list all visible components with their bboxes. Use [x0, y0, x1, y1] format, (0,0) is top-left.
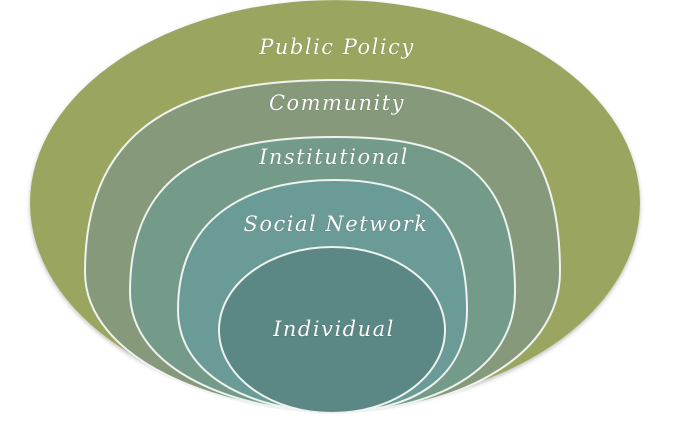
individual-layer — [218, 246, 446, 414]
public-policy-label: Public Policy — [258, 35, 414, 59]
individual-label: Individual — [272, 317, 395, 341]
social-network-label: Social Network — [243, 212, 428, 236]
community-label: Community — [269, 91, 405, 115]
institutional-label: Institutional — [258, 145, 409, 169]
